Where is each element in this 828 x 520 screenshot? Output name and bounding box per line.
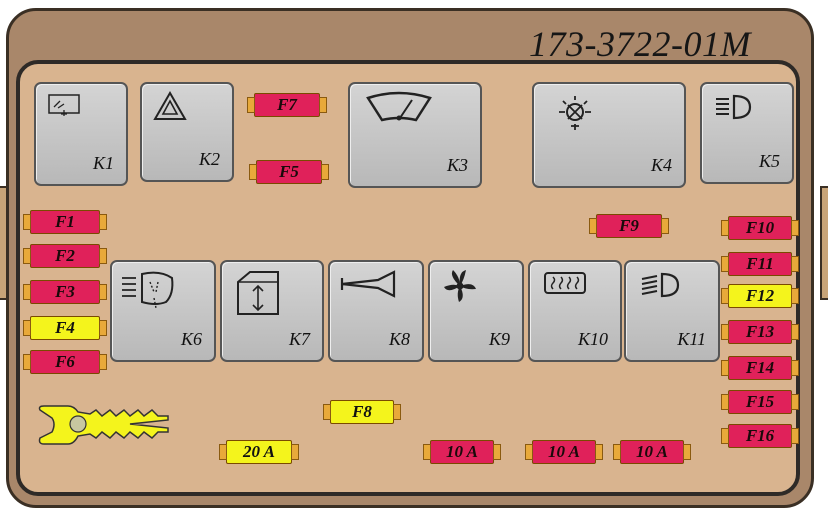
fuse-label: F5 — [279, 162, 299, 181]
relay-label: K6 — [180, 329, 202, 349]
high-beam-icon — [716, 94, 752, 120]
low-beam-icon — [641, 272, 680, 298]
relay-label: K9 — [488, 329, 510, 349]
rear-defroster-icon — [544, 272, 586, 294]
relay-k2[interactable]: K2 — [140, 82, 234, 182]
relay-label: K11 — [677, 329, 706, 349]
rear-window-wiper-icon — [48, 94, 80, 116]
fuse-relay-panel: K1 K2 K3 K4 K5 K6 K7 K8 K9 K10 K — [16, 60, 800, 496]
fuse-f12[interactable]: F12 — [721, 284, 799, 308]
relay-label: K10 — [577, 329, 608, 349]
power-window-icon — [237, 271, 279, 315]
fuse-f10[interactable]: F10 — [721, 216, 799, 240]
relay-k4[interactable]: K4 — [532, 82, 686, 188]
relay-k8[interactable]: K8 — [328, 260, 424, 362]
fuse-label: 10 A — [636, 442, 668, 461]
relay-k6[interactable]: K6 — [110, 260, 216, 362]
relay-label: K4 — [650, 155, 672, 175]
fuse-label: F2 — [55, 246, 75, 265]
fuse-label: F14 — [745, 358, 775, 377]
fuse-f3[interactable]: F3 — [23, 280, 107, 304]
relay-label: K1 — [92, 153, 114, 173]
fuse-puller-icon[interactable] — [34, 402, 174, 452]
fuse-label: F10 — [745, 218, 775, 237]
fuse-f1[interactable]: F1 — [23, 210, 107, 234]
fuse-f6[interactable]: F6 — [23, 350, 107, 374]
fuse-label: 10 A — [446, 442, 478, 461]
fuse-label: 10 A — [548, 442, 580, 461]
spare-fuse-10a-1[interactable]: 10 A — [423, 440, 501, 464]
horn-icon — [340, 270, 396, 298]
relay-k3[interactable]: K3 — [348, 82, 482, 188]
relay-label: K2 — [198, 149, 220, 169]
fuse-f2[interactable]: F2 — [23, 244, 107, 268]
fuse-label: F9 — [619, 216, 639, 235]
windshield-washer-icon — [122, 271, 174, 309]
fan-icon — [444, 270, 476, 302]
fuse-f14[interactable]: F14 — [721, 356, 799, 380]
fuse-label: F13 — [745, 322, 775, 341]
fuse-f15[interactable]: F15 — [721, 390, 799, 414]
fuse-label: F4 — [55, 318, 75, 337]
spare-fuse-10a-2[interactable]: 10 A — [525, 440, 603, 464]
relay-k10[interactable]: K10 — [528, 260, 622, 362]
spare-fuse-20a[interactable]: 20 A — [219, 440, 299, 464]
relay-label: K7 — [288, 329, 310, 349]
fuse-f4[interactable]: F4 — [23, 316, 107, 340]
fuse-label: F11 — [746, 254, 774, 273]
relay-k11[interactable]: K11 — [624, 260, 720, 362]
hazard-warning-icon — [153, 90, 187, 120]
fuse-label: F6 — [55, 352, 75, 371]
fuse-label: F1 — [55, 212, 75, 231]
fuse-label: F15 — [745, 392, 775, 411]
fuse-f5[interactable]: F5 — [249, 160, 329, 184]
fuse-f8[interactable]: F8 — [323, 400, 401, 424]
windshield-wiper-icon — [366, 91, 432, 122]
fuse-label: F12 — [745, 286, 775, 305]
housing-mount-right — [820, 186, 828, 300]
fuse-label: F3 — [55, 282, 75, 301]
fuse-f11[interactable]: F11 — [721, 252, 799, 276]
fuse-label: F16 — [745, 426, 775, 445]
fuse-label: 20 A — [243, 442, 275, 461]
fuse-f9[interactable]: F9 — [589, 214, 669, 238]
fuse-f7[interactable]: F7 — [247, 93, 327, 117]
relay-k7[interactable]: K7 — [220, 260, 324, 362]
relay-k5[interactable]: K5 — [700, 82, 794, 184]
relay-label: K5 — [758, 151, 780, 171]
light-bulb-off-icon — [559, 96, 591, 130]
relay-label: K3 — [446, 155, 468, 175]
fuse-label: F7 — [277, 95, 297, 114]
fuse-f13[interactable]: F13 — [721, 320, 799, 344]
fuse-f16[interactable]: F16 — [721, 424, 799, 448]
part-number: 173-3722-01M — [529, 24, 751, 64]
fuse-label: F8 — [352, 402, 372, 421]
relay-k1[interactable]: K1 — [34, 82, 128, 186]
relay-label: K8 — [388, 329, 410, 349]
spare-fuse-10a-3[interactable]: 10 A — [613, 440, 691, 464]
relay-k9[interactable]: K9 — [428, 260, 524, 362]
